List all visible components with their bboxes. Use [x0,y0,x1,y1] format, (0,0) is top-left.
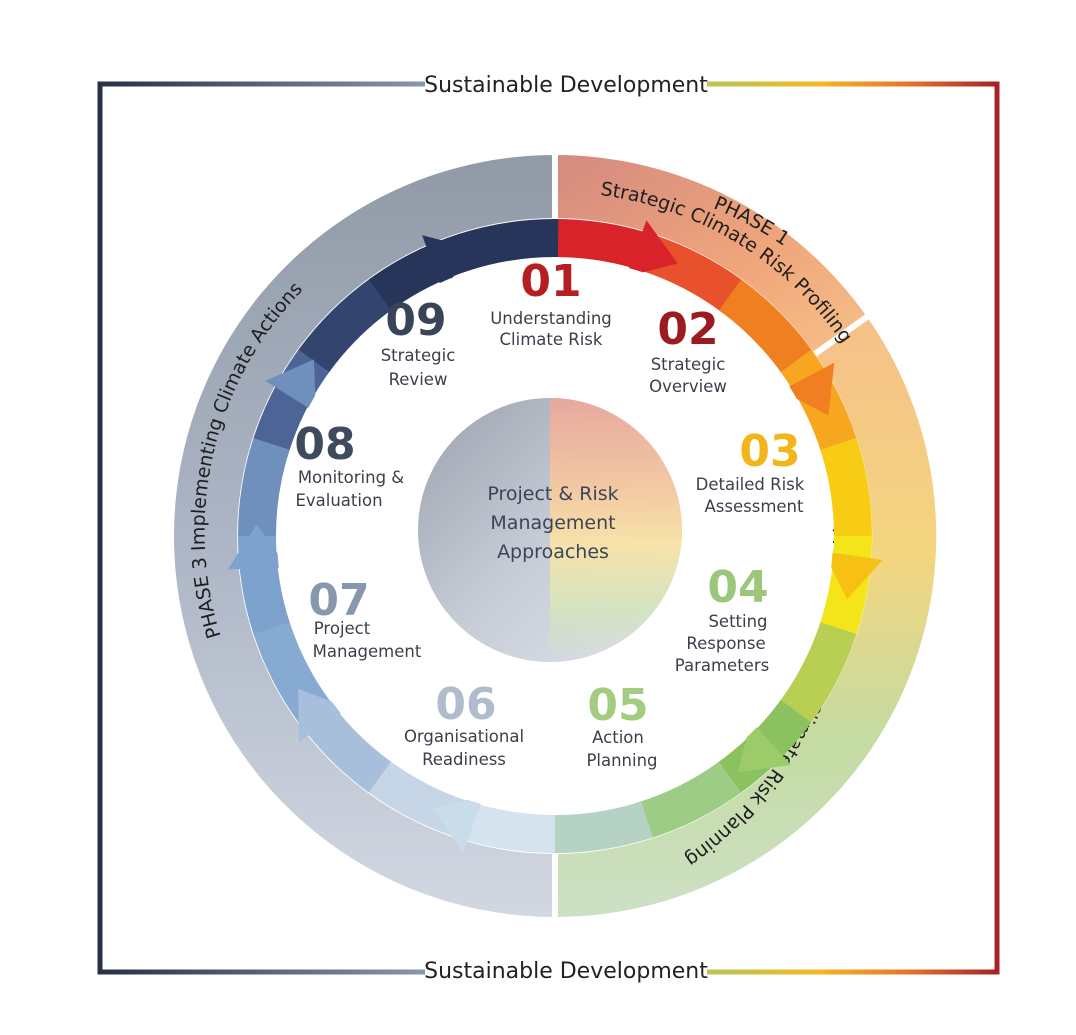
step-09: 09 Strategic Review [381,295,456,389]
cycle-arrow-head [227,524,288,570]
cycle-arrow-head [298,688,349,743]
step-08-number: 08 [294,419,355,470]
center-label-line3: Approaches [497,541,609,563]
step-03-number: 03 [739,426,800,477]
step-08: 08 Monitoring & Evaluation [294,419,404,510]
step-08-label-line1: Monitoring & [298,468,404,487]
step-04-label-line2: Response [686,634,765,653]
cycle-arrow-head [432,795,485,852]
step-06-label-line1: Organisational [404,727,524,746]
step-02-number: 02 [657,304,718,355]
cycle-arrow-segment [551,801,653,853]
center-label-line2: Management [490,512,615,534]
step-07-label-line2: Management [313,642,422,661]
center-label-line1: Project & Risk [487,483,618,505]
cycle-arrow-segment [298,277,394,373]
cycle-arrow-head [625,220,678,277]
cycle-arrow-segment [718,279,814,375]
phase3-band [174,155,555,917]
step-04: 04 Setting Response Parameters [675,562,769,675]
phase-ring [174,150,937,920]
step-03-label-line1: Detailed Risk [696,475,805,494]
step-01-label-line2: Climate Risk [500,330,603,349]
step-03-label-line2: Assessment [705,497,805,516]
process-cycle-arrows [227,219,883,853]
step-08-label-line2: Evaluation [295,491,382,510]
frame-bottom-label: Sustainable Development [424,959,708,984]
cycle-arrow-segment [778,621,857,726]
step-07-label-line1: Project [314,619,371,638]
step-06-label-line2: Readiness [422,750,506,769]
step-04-label-line3: Parameters [675,656,769,675]
cycle-arrow-head [422,235,474,292]
step-09-label-line2: Review [389,370,448,389]
step-05-number: 05 [587,680,648,731]
cycle-arrow-head [265,359,317,413]
step-01-number: 01 [520,256,581,307]
cycle-arrow-segment [820,438,872,540]
cycle-arrow-segment [638,761,742,839]
step-09-number: 09 [385,295,446,346]
step-02: 02 Strategic Overview [649,304,727,396]
phase2-band [555,317,937,918]
step-07-number: 07 [308,575,369,626]
cycle-arrow-segment [238,434,291,537]
step-05: 05 Action Planning [586,680,657,770]
step-06-number: 06 [435,679,496,730]
phase1-band [555,154,867,354]
step-02-label-line2: Overview [649,377,727,396]
cycle-arrow-head [823,551,883,600]
frame-top-label: Sustainable Development [424,73,708,98]
step-06: 06 Organisational Readiness [404,679,524,769]
step-01: 01 Understanding Climate Risk [490,256,612,349]
step-05-label-line1: Action [592,728,644,747]
step-01-label-line1: Understanding [490,309,612,328]
step-05-label-line2: Planning [586,751,657,770]
step-07: 07 Project Management [308,575,421,661]
sustainable-development-frame: Sustainable Development Sustainable Deve… [97,66,1000,990]
center-circle: Project & Risk Management Approaches [418,398,682,662]
step-02-label-line1: Strategic [651,355,726,374]
step-04-label-line1: Setting [708,612,767,631]
cycle-arrow-head [781,362,835,416]
step-03: 03 Detailed Risk Assessment [696,426,805,516]
cycle-arrow-head [738,720,791,773]
cycle-arrow-segment [457,219,559,271]
step-09-label-line1: Strategic [381,346,456,365]
step-04-number: 04 [707,562,768,613]
